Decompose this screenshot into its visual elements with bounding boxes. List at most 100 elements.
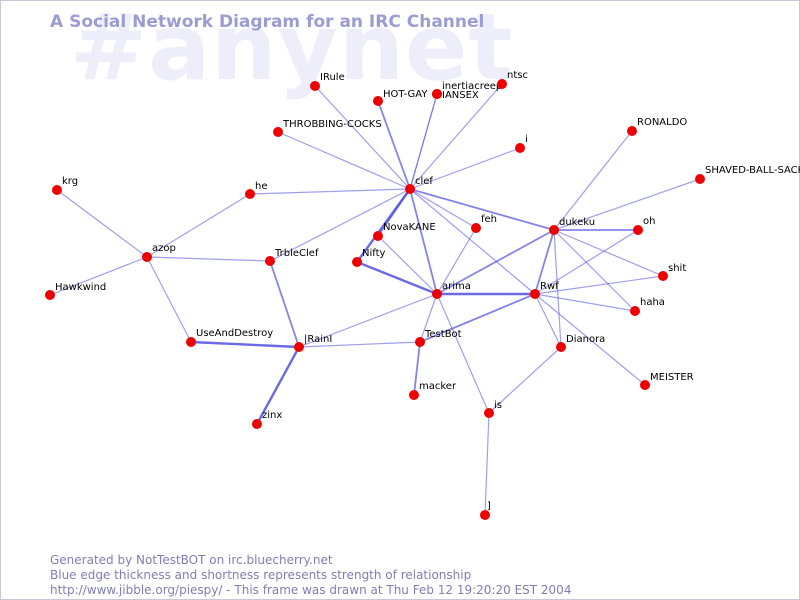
node-label: IANSEX	[442, 90, 479, 101]
node-dot	[405, 184, 415, 194]
node-dot	[695, 174, 705, 184]
node-dot	[265, 256, 275, 266]
node-arima: arima	[432, 281, 471, 299]
edge-testbot-rwf	[419, 293, 536, 343]
edge-novakane-arima	[377, 235, 438, 295]
edge-clef-i	[409, 147, 521, 190]
node-throbbing-cocks: THROBBING-COCKS	[273, 119, 382, 137]
node-label: Rwf	[540, 281, 559, 292]
node-label: HOT-GAY	[383, 89, 428, 100]
edge-testbot-macker	[413, 341, 421, 396]
node-dot	[530, 289, 540, 299]
node-nifty: Nifty	[352, 248, 386, 267]
edge-azop-hawkwind	[49, 256, 148, 296]
diagram-title: A Social Network Diagram for an IRC Chan…	[50, 12, 485, 32]
edge-clef-feh	[409, 188, 477, 229]
node-dot	[252, 419, 262, 429]
edge-rwf-dianora	[534, 293, 562, 348]
edge-rwf-shit	[534, 275, 664, 295]
node-clef: clef	[405, 176, 433, 194]
node-label: he	[255, 181, 268, 192]
edge-dukeku-ronaldo	[553, 130, 633, 231]
node-haha: haha	[630, 297, 665, 316]
node-label: oh	[643, 216, 655, 227]
node-is: is	[484, 400, 502, 418]
edge-clef-hot-gay	[377, 100, 411, 190]
node-useanddestroy: UseAndDestroy	[186, 328, 273, 347]
node-dukeku: dukeku	[549, 217, 595, 235]
edge-clef-irule	[314, 85, 411, 190]
edge-rwf-haha	[534, 293, 636, 312]
node-label: Dianora	[566, 334, 605, 345]
edge-dukeku-dianora	[553, 229, 562, 348]
node-hawkwind: Hawkwind	[45, 282, 106, 300]
node-dot	[515, 143, 525, 153]
node-label: is	[494, 400, 502, 411]
node-dot	[432, 89, 442, 99]
node-label: Nifty	[362, 248, 386, 259]
node-trbleclef: TrbleClef	[265, 248, 319, 266]
nodes-layer: IRuleHOT-GAYinertiacreepIANSEXntscTHROBB…	[45, 70, 800, 520]
node-label: THROBBING-COCKS	[282, 119, 382, 130]
edge-clef-nifty	[356, 188, 411, 263]
node-bracket: ]	[480, 501, 491, 520]
node-label: arima	[442, 281, 471, 292]
node-rwf: Rwf	[530, 281, 559, 299]
edge-iraini-zinx	[255, 346, 301, 425]
node-dot	[142, 252, 152, 262]
node-label: azop	[152, 243, 176, 254]
node-dot	[52, 185, 62, 195]
node-label: krg	[62, 176, 78, 187]
node-krg: krg	[52, 176, 78, 195]
edge-arima-dukeku	[436, 229, 555, 295]
edge-nifty-arima	[356, 260, 438, 296]
edge-dukeku-shit	[553, 229, 664, 277]
node-dot	[549, 225, 559, 235]
node-dot	[310, 81, 320, 91]
edge-he-azop	[146, 193, 251, 258]
edge-iraini-testbot	[298, 341, 421, 348]
edge-useanddestroy-iraini	[190, 340, 300, 349]
edge-arima-is	[436, 293, 490, 414]
node-label: SHAVED-BALL-SACK	[705, 165, 800, 176]
node-label: TestBot	[424, 329, 462, 340]
edge-krg-azop	[56, 189, 148, 258]
edge-rwf-meister	[534, 293, 646, 386]
node-dot	[273, 127, 283, 137]
edge-clef-trbleclef	[269, 188, 411, 262]
edge-dukeku-haha	[553, 229, 636, 312]
channel-watermark: #anynet	[70, 0, 514, 101]
node-dot	[658, 271, 668, 281]
node-shaved-ball-sack: SHAVED-BALL-SACK	[695, 165, 800, 184]
node-dot	[432, 289, 442, 299]
node-i: i	[515, 134, 528, 153]
edge-dianora-is	[488, 346, 562, 414]
edge-dukeku-rwf	[534, 229, 555, 295]
node-novakane: NovaKANE	[373, 222, 436, 241]
node-dot	[630, 306, 640, 316]
node-macker: macker	[409, 381, 457, 400]
node-feh: feh	[471, 214, 497, 233]
node-iraini: |RainI	[294, 334, 332, 352]
node-label: NovaKANE	[383, 222, 436, 233]
node-ronaldo: RONALDO	[627, 117, 687, 136]
node-label: Hawkwind	[55, 282, 106, 293]
node-dot	[640, 380, 650, 390]
node-dot	[497, 79, 507, 89]
node-label: feh	[481, 214, 497, 225]
node-dot	[186, 337, 196, 347]
node-label: inertiacreep	[442, 81, 502, 92]
node-dot	[627, 126, 637, 136]
node-dot	[373, 96, 383, 106]
node-label: haha	[640, 297, 665, 308]
node-label: MEISTER	[650, 372, 694, 383]
edge-feh-arima	[436, 227, 477, 295]
node-label: IRule	[320, 72, 345, 83]
footer-url-timestamp: http://www.jibble.org/piespy/ - This fra…	[50, 583, 572, 597]
node-dot	[480, 510, 490, 520]
node-testbot: TestBot	[415, 329, 462, 347]
edge-clef-he	[249, 188, 411, 195]
footer-generated-by: Generated by NotTestBOT on irc.bluecherr…	[50, 553, 333, 567]
edge-azop-useanddestroy	[146, 256, 192, 343]
node-dot	[45, 290, 55, 300]
